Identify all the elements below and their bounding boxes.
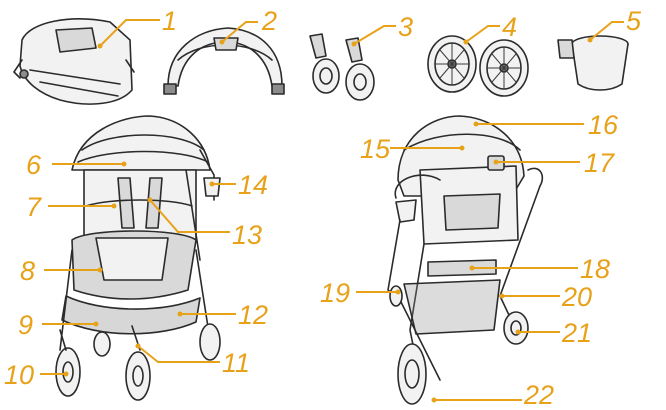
- callout-7: 7: [26, 192, 42, 222]
- callout-4: 4: [502, 12, 517, 42]
- callout-8: 8: [20, 256, 35, 286]
- callout-22: 22: [523, 380, 554, 410]
- callout-10: 10: [4, 360, 34, 390]
- callout-11: 11: [222, 348, 250, 378]
- callout-16: 16: [588, 110, 619, 140]
- callout-5: 5: [626, 6, 642, 36]
- callout-19: 19: [320, 278, 350, 308]
- callout-6: 6: [26, 150, 42, 180]
- callout-18: 18: [580, 254, 610, 284]
- callout-21: 21: [561, 318, 592, 348]
- callout-15: 15: [360, 134, 391, 164]
- part-3-front-wheels: [309, 33, 375, 101]
- callout-17: 17: [584, 148, 615, 178]
- callout-2: 2: [261, 6, 277, 36]
- callout-13: 13: [232, 220, 262, 250]
- callout-14: 14: [238, 170, 268, 200]
- callout-20: 20: [561, 282, 592, 312]
- stroller-rear-view: [387, 115, 544, 405]
- leader-lines: [40, 19, 624, 403]
- part-2-canopy: [163, 27, 285, 95]
- callout-3: 3: [398, 12, 413, 42]
- callout-9: 9: [18, 310, 33, 340]
- callout-12: 12: [238, 300, 268, 330]
- callout-numbers: 1 2 3 4 5 6 7 8 9 10 11 12 13 14 15 16 1…: [4, 6, 642, 410]
- stroller-front-view: [55, 115, 221, 401]
- part-4-rear-wheels: [427, 35, 529, 97]
- part-1-seat-unit: [13, 18, 135, 105]
- callout-1: 1: [162, 6, 177, 36]
- part-5-cup-holder: [557, 35, 629, 91]
